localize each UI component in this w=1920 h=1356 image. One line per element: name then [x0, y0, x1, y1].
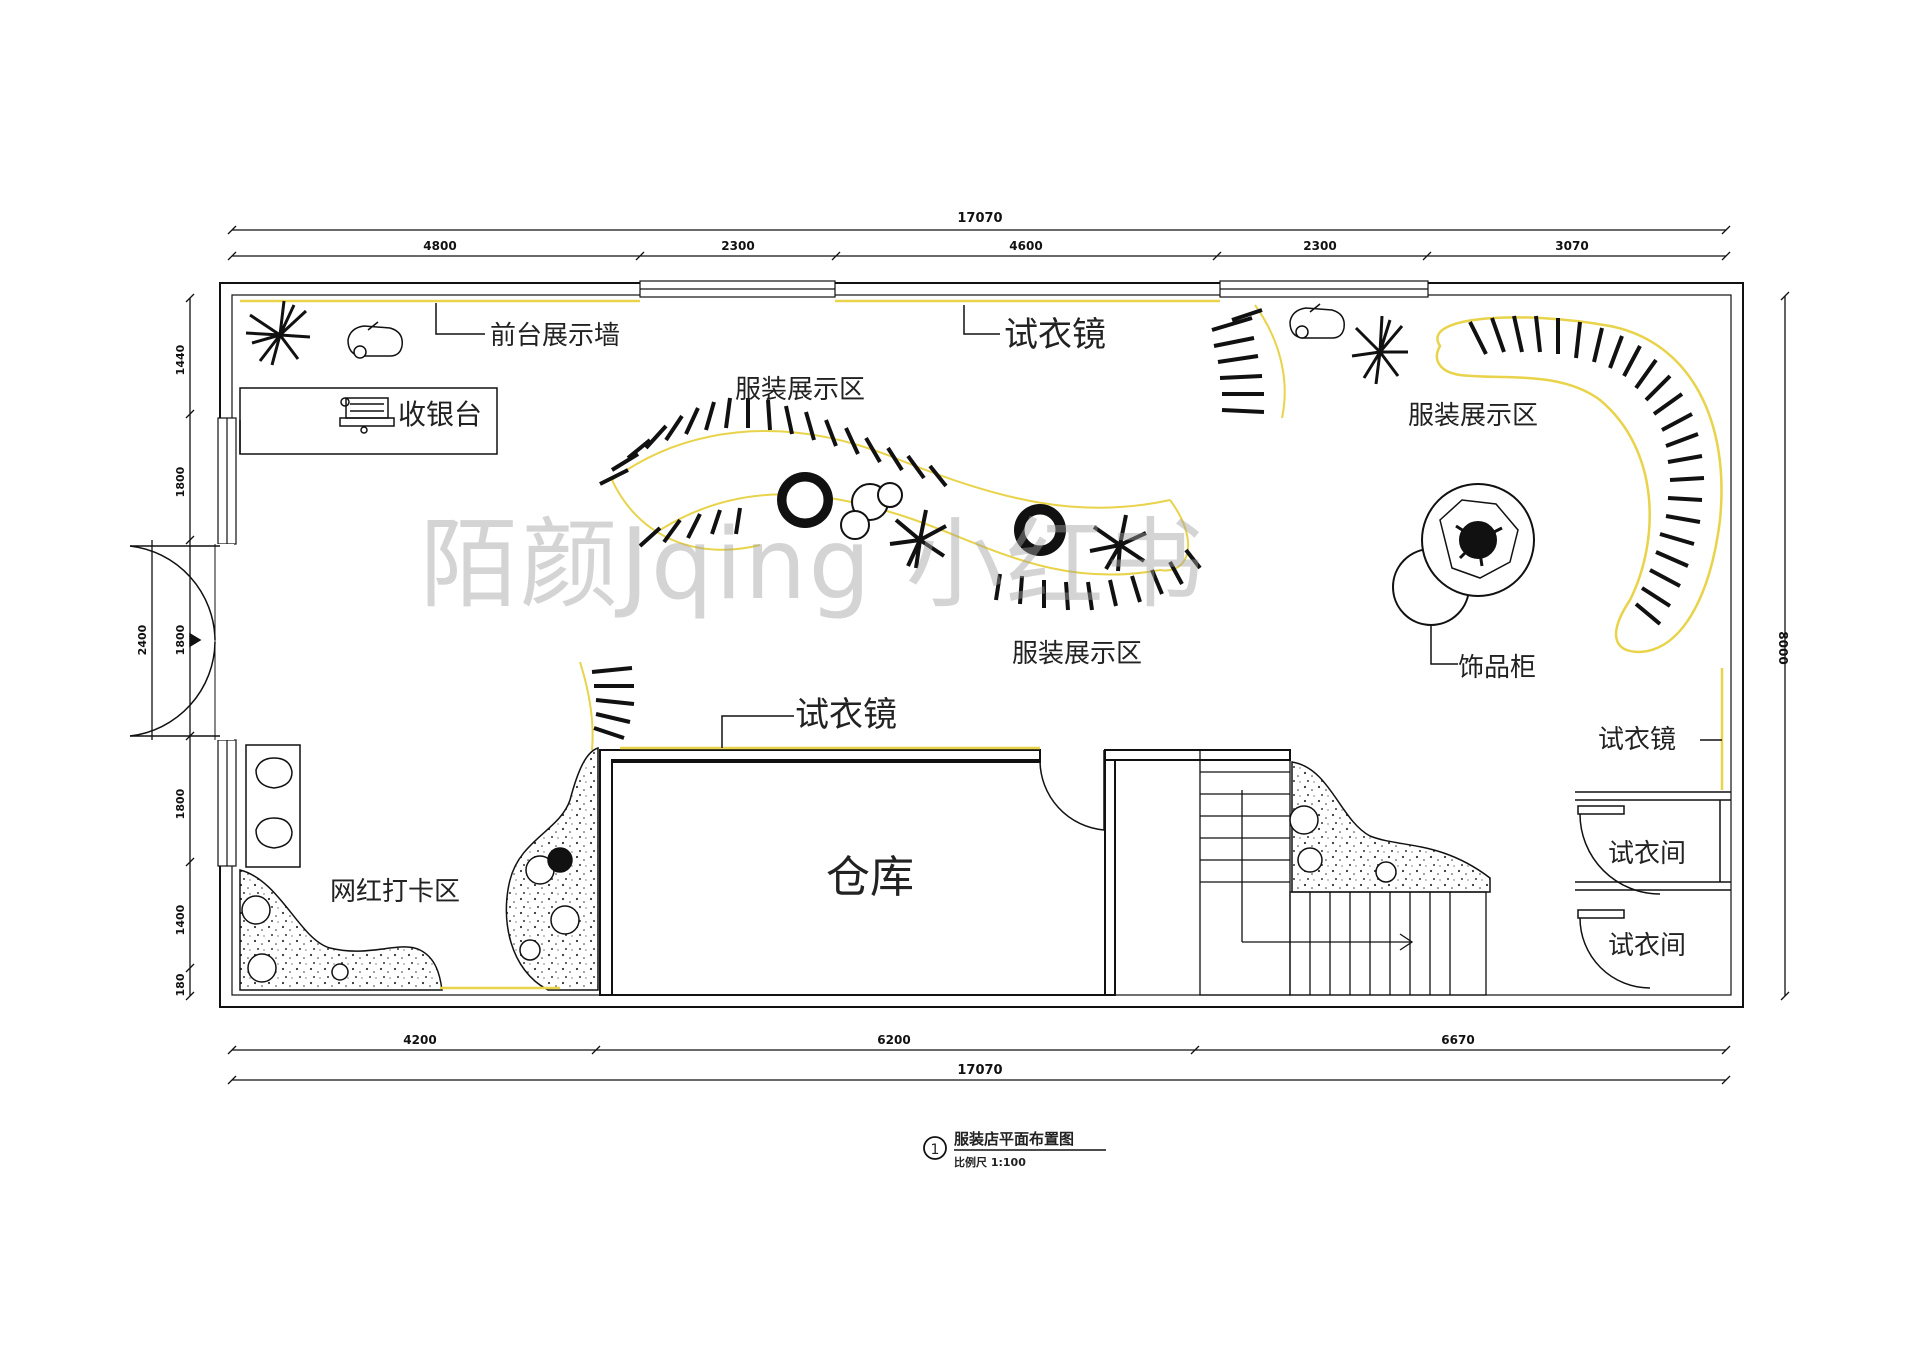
title-number: 1 — [931, 1142, 940, 1158]
staircase — [1199, 749, 1487, 996]
dimension-labels: 17070 4800 2300 4600 2300 3070 4200 6200… — [136, 211, 1790, 1078]
label-accessory-cabinet: 饰品柜 — [1458, 653, 1536, 683]
dim-left-seg-1: 1440 — [174, 344, 187, 375]
dim-left-seg-4: 1800 — [174, 788, 187, 819]
label-front-desk-wall: 前台展示墙 — [490, 321, 620, 351]
label-fitting-room-2: 试衣间 — [1608, 931, 1686, 961]
title-line2: 比例尺 1:100 — [954, 1155, 1026, 1169]
plant-icon — [1351, 315, 1408, 385]
cashier-counter — [239, 387, 498, 455]
front-desk-wall — [240, 299, 1220, 335]
chair-icon — [1289, 303, 1345, 339]
hanger-rack-bottom — [638, 507, 1202, 611]
dim-left-seg-6: 180 — [174, 973, 187, 996]
dim-top-total: 17070 — [957, 211, 1002, 226]
title-line1: 服装店平面布置图 — [954, 1130, 1074, 1148]
label-fitting-room-1: 试衣间 — [1608, 839, 1686, 869]
dim-left-seg-3: 1800 — [174, 624, 187, 655]
dim-right-total: 8000 — [1776, 631, 1790, 664]
landscape-bed — [1289, 761, 1491, 893]
dimension-lines — [151, 225, 1790, 1085]
dim-left-seg-2: 1800 — [174, 466, 187, 497]
seat-icon — [245, 744, 301, 868]
fitting-rooms — [1575, 791, 1731, 989]
dim-top-seg-1: 4800 — [423, 239, 456, 253]
accessory-cabinet — [1392, 483, 1535, 626]
hanger-rack-right — [1468, 315, 1705, 626]
label-warehouse: 仓库 — [826, 852, 914, 903]
accessory-leader — [1430, 625, 1458, 665]
label-cashier: 收银台 — [398, 398, 482, 431]
cash-register-icon — [339, 397, 395, 434]
central-display-rack — [611, 430, 1189, 576]
dim-top-seg-3: 4600 — [1009, 239, 1042, 253]
dim-top-seg-4: 2300 — [1303, 239, 1336, 253]
warehouse-walls — [599, 749, 1291, 996]
dim-bottom-seg-1: 4200 — [403, 1033, 436, 1047]
dim-top-seg-5: 3070 — [1555, 239, 1588, 253]
mirror-warehouse-leader — [721, 715, 794, 748]
label-photo-area: 网红打卡区 — [330, 877, 460, 907]
landscape-bed — [239, 869, 443, 991]
dim-bottom-seg-3: 6670 — [1441, 1033, 1474, 1047]
hanger-rack-top — [599, 397, 948, 488]
dim-left-door: 2400 — [136, 624, 149, 655]
drawing-title: 1 服装店平面布置图 比例尺 1:100 — [923, 1130, 1106, 1169]
dim-top-seg-2: 2300 — [721, 239, 754, 253]
label-clothing-area-bottom: 服装展示区 — [1012, 639, 1142, 669]
dim-left-seg-5: 1400 — [174, 904, 187, 935]
label-clothing-area-right: 服装展示区 — [1408, 401, 1538, 431]
central-plants — [777, 472, 1147, 572]
label-clothing-area-top: 服装展示区 — [735, 375, 865, 405]
top-windows — [639, 280, 1429, 298]
label-mirror-warehouse: 试衣镜 — [795, 695, 897, 735]
landscape-bed — [505, 746, 599, 991]
label-mirror-right: 试衣镜 — [1598, 725, 1676, 755]
label-mirror-top: 试衣镜 — [1004, 315, 1106, 355]
hanger-rack-small — [1211, 304, 1286, 419]
dim-bottom-total: 17070 — [957, 1063, 1002, 1078]
mirror-top-leader — [963, 305, 1000, 335]
right-display-rack — [1435, 316, 1723, 654]
dim-bottom-seg-2: 6200 — [877, 1033, 910, 1047]
plant-icon — [245, 300, 311, 366]
chair-icon — [347, 321, 403, 359]
hanger-rack-warehouse — [579, 661, 635, 751]
